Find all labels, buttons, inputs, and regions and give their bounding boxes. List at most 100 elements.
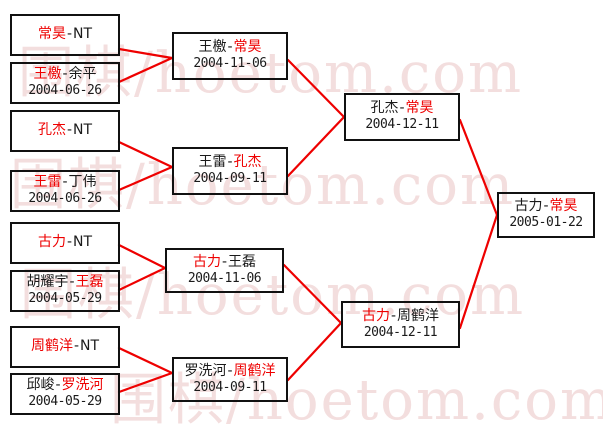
match-box-r1m2[interactable]: 王檄-余平 2004-06-26 — [10, 62, 120, 104]
player-right: 周鹤洋 — [397, 307, 440, 324]
vs-dash: - — [543, 198, 549, 215]
match-players: 孔杰-常昊 — [370, 101, 433, 117]
match-date: 2004-11-06 — [187, 270, 262, 286]
match-players: 王檄-余平 — [33, 67, 96, 83]
player-left: 孔杰 — [37, 122, 66, 139]
match-players: 邱峻-罗洗河 — [26, 378, 103, 394]
vs-dash: - — [390, 307, 397, 324]
vs-dash: - — [399, 100, 405, 117]
match-box-r2m3[interactable]: 古力-王磊 2004-11-06 — [165, 248, 284, 293]
connector-line — [286, 115, 346, 178]
match-box-r1m3[interactable]: 孔杰-NT — [10, 110, 120, 152]
player-left: 王檄 — [33, 66, 62, 83]
vs-dash: - — [66, 26, 73, 43]
player-right: 周鹤洋 — [233, 362, 276, 379]
player-right: 王磊 — [228, 253, 257, 270]
match-players: 常昊-NT — [37, 26, 93, 43]
match-box-r2m4[interactable]: 罗洗河-周鹤洋 2004-09-11 — [172, 357, 288, 402]
player-right: 罗洗河 — [61, 377, 104, 394]
match-date: 2004-09-11 — [193, 379, 267, 395]
match-box-r1m8[interactable]: 邱峻-罗洗河 2004-05-29 — [10, 373, 120, 415]
match-box-r1m1[interactable]: 常昊-NT — [10, 14, 120, 56]
connector-line — [117, 243, 167, 270]
match-players: 孔杰-NT — [37, 122, 93, 139]
player-right: 丁伟 — [68, 174, 97, 191]
player-right: NT — [73, 234, 93, 251]
player-right: 常昊 — [549, 198, 578, 215]
connector-line — [117, 371, 174, 394]
vs-dash: - — [227, 154, 233, 171]
connector-line — [117, 266, 167, 292]
vs-dash: - — [55, 377, 61, 394]
match-date: 2004-06-26 — [28, 191, 102, 207]
match-box-r1m5[interactable]: 古力-NT — [10, 222, 120, 264]
vs-dash: - — [66, 234, 73, 251]
player-left: 古力 — [361, 307, 390, 324]
player-left: 古力 — [514, 198, 543, 215]
match-box-final[interactable]: 古力-常昊 2005-01-22 — [497, 192, 595, 238]
match-players: 古力-NT — [37, 234, 93, 251]
player-left: 王檄 — [198, 39, 227, 56]
match-box-r2m1[interactable]: 王檄-常昊 2004-11-06 — [172, 32, 288, 80]
player-right: 余平 — [68, 66, 97, 83]
match-date: 2004-11-06 — [193, 56, 267, 72]
vs-dash: - — [69, 274, 75, 291]
match-box-r1m6[interactable]: 胡耀宇-王磊 2004-05-29 — [10, 270, 120, 312]
connector-line — [117, 47, 174, 60]
connector-line — [117, 56, 174, 84]
connector-line — [286, 321, 343, 382]
player-right: NT — [73, 26, 93, 43]
match-date: 2004-06-26 — [28, 83, 102, 99]
player-left: 王雷 — [198, 154, 227, 171]
vs-dash: - — [227, 39, 233, 56]
match-box-r1m7[interactable]: 周鹤洋-NT — [10, 326, 120, 368]
match-date: 2004-05-29 — [28, 394, 102, 410]
match-players: 王雷-孔杰 — [198, 155, 261, 171]
player-left: 邱峻 — [26, 377, 55, 394]
match-box-r2m2[interactable]: 王雷-孔杰 2004-09-11 — [172, 147, 288, 195]
vs-dash: - — [227, 362, 233, 379]
match-date: 2004-12-11 — [365, 117, 439, 133]
player-left: 胡耀宇 — [26, 274, 69, 291]
match-date: 2004-05-29 — [28, 291, 102, 307]
match-players: 古力-王磊 — [192, 253, 257, 271]
vs-dash: - — [62, 66, 68, 83]
player-left: 孔杰 — [370, 100, 399, 117]
connector-line — [286, 58, 346, 119]
player-left: 古力 — [37, 234, 66, 251]
match-box-r3m2[interactable]: 古力-周鹤洋 2004-12-11 — [341, 301, 460, 348]
player-right: 常昊 — [233, 39, 262, 56]
connector-line — [458, 213, 499, 330]
player-left: 罗洗河 — [184, 362, 227, 379]
match-players: 古力-常昊 — [514, 199, 577, 215]
vs-dash: - — [62, 174, 68, 191]
vs-dash: - — [221, 253, 228, 270]
match-date: 2005-01-22 — [509, 215, 583, 231]
connector-line — [458, 118, 499, 217]
match-players: 古力-周鹤洋 — [361, 307, 440, 325]
vs-dash: - — [66, 122, 73, 139]
connector-line — [117, 140, 174, 169]
player-left: 王雷 — [33, 174, 62, 191]
match-box-r1m4[interactable]: 王雷-丁伟 2004-06-26 — [10, 170, 120, 212]
connector-line — [117, 165, 174, 192]
player-left: 常昊 — [37, 26, 66, 43]
player-left: 周鹤洋 — [30, 338, 73, 355]
match-box-r3m1[interactable]: 孔杰-常昊 2004-12-11 — [344, 93, 460, 141]
connector-line — [117, 346, 174, 375]
match-date: 2004-09-11 — [193, 171, 267, 187]
match-players: 胡耀宇-王磊 — [26, 275, 103, 291]
player-left: 古力 — [192, 253, 221, 270]
match-players: 王雷-丁伟 — [33, 175, 96, 191]
player-right: 孔杰 — [233, 154, 262, 171]
match-date: 2004-12-11 — [363, 324, 438, 340]
connector-line — [282, 263, 343, 325]
match-players: 罗洗河-周鹤洋 — [184, 362, 276, 380]
player-right: NT — [80, 338, 100, 355]
player-right: NT — [73, 122, 93, 139]
player-right: 常昊 — [405, 100, 434, 117]
match-players: 周鹤洋-NT — [30, 338, 100, 355]
match-players: 王檄-常昊 — [198, 40, 261, 56]
